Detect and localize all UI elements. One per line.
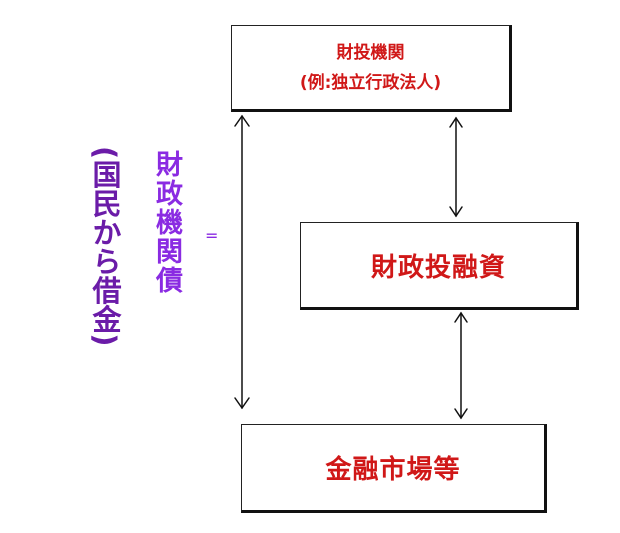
borrowing-from-citizens-label: (国民から借金) — [88, 146, 122, 347]
fiscal-investment-loan-label: 財政投融資 — [370, 252, 506, 283]
financial-markets-box: 金融市場等 — [241, 424, 547, 513]
financial-markets-label: 金融市場等 — [325, 455, 461, 485]
fiscal-agency-box: 財投機関 (例:独立行政法人) — [231, 25, 512, 112]
fiscal-agency-bonds-label: 財政機関債 — [151, 150, 182, 295]
mid-bottom-double-arrow — [454, 311, 468, 420]
top-mid-double-arrow — [449, 116, 463, 218]
fiscal-agency-title: 財投機関 — [336, 42, 405, 63]
fiscal-investment-loan-box: 財政投融資 — [300, 222, 579, 310]
long-double-arrow — [234, 114, 250, 410]
equals-sign: = — [205, 226, 219, 245]
fiscal-agency-example: (例:独立行政法人) — [299, 72, 442, 93]
